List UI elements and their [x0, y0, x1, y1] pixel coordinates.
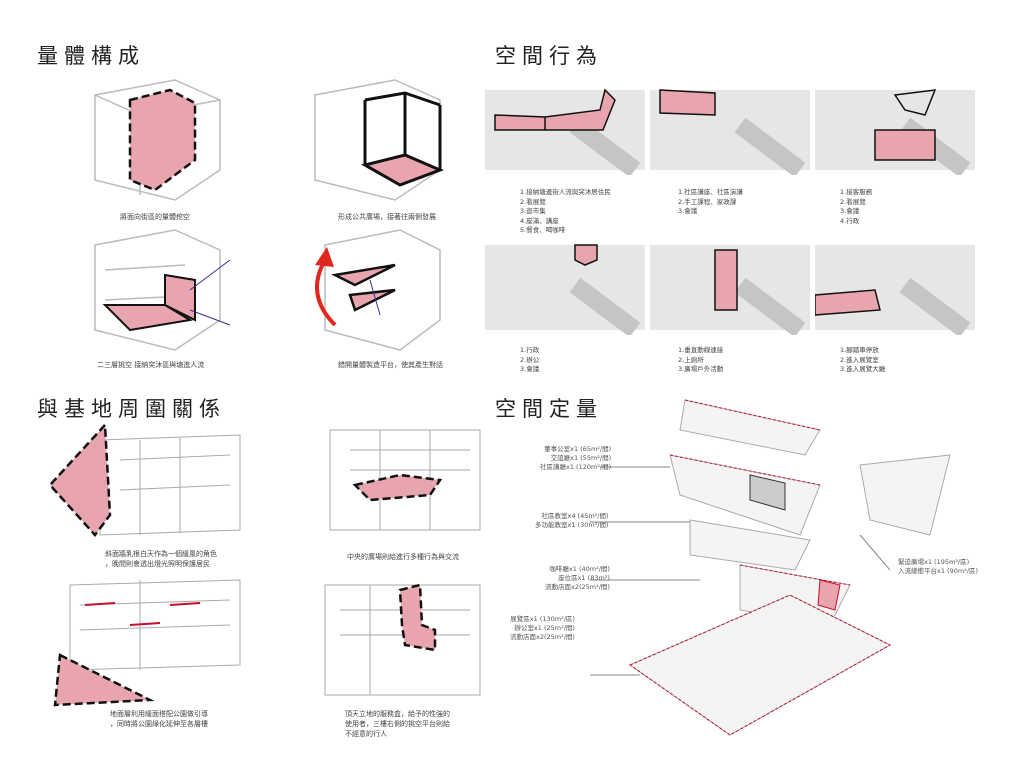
- massing-diagram-2: [314, 79, 445, 201]
- exploded-axonometric: [590, 399, 951, 736]
- site-diagram-1: [48, 421, 241, 537]
- behavior-diagram-4: [485, 244, 645, 335]
- massing-diagram-4: [315, 229, 441, 351]
- behavior-diagram-2: [650, 89, 810, 175]
- site-caption: 頂天立地的服務盒，給予的性強的 使用者，三樓右側的挑空平台則給 不經意的行人: [345, 710, 450, 738]
- quantity-label-group: 緊迫廣場x1 (195m²/區)入流緩衝平台x1 (90m²/區): [898, 558, 979, 575]
- site-caption: 中央的廣場則給進行多種行為與交流: [347, 553, 459, 561]
- quantity-label-group: 展覽區x1 (130m²/區)辦公室x1 (25m²/間)流動店面x2(25m²…: [510, 615, 575, 641]
- site-caption: 斜面牆乳根白天作為一個緩風的角色 ，晚間則會透出燈光照明保護居民: [105, 550, 217, 568]
- section-title-behavior: 空間行為: [495, 44, 603, 68]
- massing-caption: 形成公共廣場，接著往兩側發展: [338, 213, 436, 221]
- behavior-diagram-5: [650, 245, 810, 335]
- site-diagram-3: [53, 579, 241, 707]
- section-title-site: 與基地周圍關係: [37, 397, 226, 421]
- section-title-quantity: 空間定量: [495, 397, 603, 421]
- massing-caption: 將面向街區的量體挖空: [120, 213, 190, 221]
- behavior-diagram-3: [815, 89, 975, 175]
- massing-caption: 二三層挑空 接納突沐區與塘進人流: [97, 361, 205, 369]
- behavior-diagram-6: [815, 245, 975, 335]
- behavior-diagram-1: [485, 88, 645, 175]
- quantity-label-group: 咖啡廳x1 (40m²/間)座位區x1 (83m²)流動店面x2(25m²/間): [545, 565, 610, 591]
- massing-diagram-3: [94, 229, 231, 351]
- site-caption: 地面層利用緩面搭配公園做引導 ，同時將公園綠化延伸至各層樓: [110, 710, 208, 728]
- quantity-label-group: 董事公室x1 (65m²/間)交誼廳x1 (55m²/間)社區講廳x1 (120…: [540, 445, 612, 471]
- massing-diagram-1: [94, 79, 221, 201]
- section-title-massing: 量體構成: [37, 44, 145, 68]
- massing-caption: 錯開量體製造平台，使其產生對話: [338, 361, 443, 369]
- site-diagram-2: [329, 429, 481, 531]
- quantity-label-group: 社區教室x4 (45m²/間)多功能教室x1 (30m²/間): [535, 512, 609, 529]
- rotate-arrow-icon: [315, 259, 337, 327]
- site-diagram-4: [324, 583, 481, 696]
